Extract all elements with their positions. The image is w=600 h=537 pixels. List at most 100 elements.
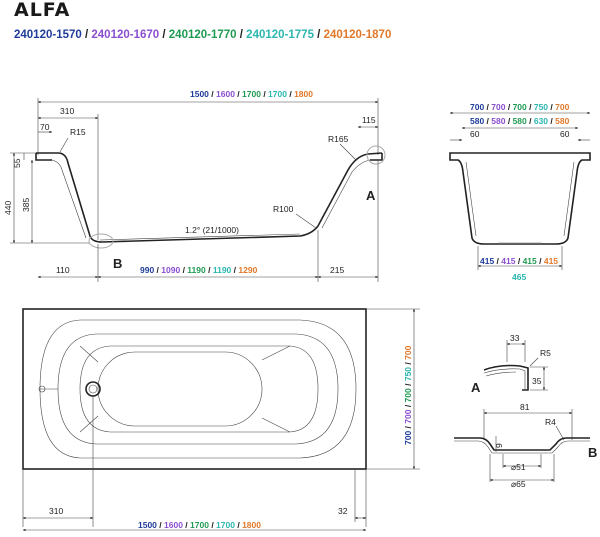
value-teal: 1700	[216, 520, 235, 530]
width-values: 700 / 700 / 700 / 750 / 700	[470, 102, 570, 112]
value-green: 700	[403, 388, 413, 402]
side-length-values: 1500 / 1600 / 1700 / 1700 / 1800	[190, 89, 313, 99]
separator: /	[157, 520, 164, 530]
separator: /	[180, 265, 187, 275]
separator: /	[231, 265, 238, 275]
dim-r100: R100	[273, 204, 294, 214]
value-orange: 700	[403, 345, 413, 359]
detail-a: 33 R5 35 A	[471, 333, 551, 395]
detail-b-d51: ⌀51	[511, 462, 526, 472]
top-dim-32: 32	[338, 506, 348, 516]
value-blue: 1500	[138, 520, 157, 530]
separator: /	[537, 256, 544, 266]
top-length-values: 1500 / 1600 / 1700 / 1700 / 1800	[138, 520, 261, 530]
dim-r15: R15	[70, 127, 86, 137]
separator: /	[261, 89, 268, 99]
value-blue: 990	[140, 265, 154, 275]
dim-r165: R165	[328, 134, 349, 144]
top-width-values: 700 / 700 / 700 / 750 / 700	[403, 345, 413, 445]
separator: /	[548, 102, 555, 112]
separator: /	[183, 520, 190, 530]
separator: /	[314, 29, 324, 41]
dim-70: 70	[40, 122, 50, 132]
side-view: 1500 / 1600 / 1700 / 1700 / 1800 310 70 …	[3, 89, 386, 282]
separator: /	[154, 265, 161, 275]
separator: /	[548, 116, 555, 126]
value-green: 415	[523, 256, 537, 266]
value-blue: 1500	[190, 89, 209, 99]
value-green: 700	[513, 102, 527, 112]
value-green: 1700	[190, 520, 209, 530]
dim-215: 215	[330, 265, 344, 275]
label-a: A	[366, 188, 376, 203]
detail-b-label: B	[588, 445, 597, 460]
value-orange: 1800	[294, 89, 313, 99]
dim-385: 385	[21, 198, 31, 212]
value-purple: 700	[491, 102, 505, 112]
bottom-width-values: 415 / 415 / 415 / 415	[480, 256, 558, 266]
value-blue: 700	[470, 102, 484, 112]
value-green: 1190	[187, 265, 206, 275]
detail-b-9: 9	[494, 443, 504, 448]
separator: /	[82, 29, 92, 41]
detail-a-label: A	[471, 380, 481, 395]
value-orange: 415	[544, 256, 558, 266]
label-b: B	[113, 256, 122, 271]
separator: /	[505, 102, 512, 112]
value-green: 580	[513, 116, 527, 126]
inner-width-values: 580 / 580 / 580 / 630 / 580	[470, 116, 570, 126]
value-teal: 240120-1775	[246, 29, 314, 41]
detail-b-d65: ⌀65	[511, 479, 526, 489]
detail-a-35: 35	[532, 376, 542, 386]
dim-55: 55	[12, 158, 22, 168]
value-purple: 1600	[216, 89, 235, 99]
drain-inner	[88, 384, 98, 394]
separator: /	[237, 29, 247, 41]
separator: /	[287, 89, 294, 99]
detail-b-r4: R4	[545, 417, 556, 427]
tub-top-outline	[22, 308, 367, 470]
value-purple: 1090	[161, 265, 180, 275]
front-view: 700 / 700 / 700 / 750 / 700 580 / 580 / …	[449, 102, 591, 282]
detail-a-33: 33	[510, 333, 520, 343]
overflow	[38, 385, 46, 393]
top-dim-310: 310	[49, 506, 63, 516]
value-teal: 750	[534, 102, 548, 112]
value-teal: 1700	[268, 89, 287, 99]
value-purple: 415	[501, 256, 515, 266]
separator: /	[159, 29, 169, 41]
separator: /	[209, 89, 216, 99]
detail-a-r5: R5	[540, 348, 551, 358]
value-blue: 700	[403, 431, 413, 445]
separator: /	[527, 102, 534, 112]
product-title: ALFA	[14, 0, 70, 21]
value-purple: 700	[403, 409, 413, 423]
separator: /	[235, 520, 242, 530]
separator: /	[494, 256, 501, 266]
separator: /	[235, 89, 242, 99]
separator: /	[403, 402, 413, 409]
value-green: 240120-1770	[169, 29, 237, 41]
value-orange: 240120-1870	[324, 29, 392, 41]
inner-length-values: 990 / 1090 / 1190 / 1190 / 1290	[140, 265, 258, 275]
separator: /	[484, 116, 491, 126]
product-codes: 240120-1570 / 240120-1670 / 240120-1770 …	[14, 29, 391, 41]
separator: /	[515, 256, 522, 266]
value-purple: 240120-1670	[91, 29, 159, 41]
separator: /	[206, 265, 213, 275]
dim-440: 440	[3, 201, 13, 215]
separator: /	[403, 360, 413, 367]
value-blue: 415	[480, 256, 494, 266]
value-blue: 580	[470, 116, 484, 126]
separator: /	[505, 116, 512, 126]
value-teal: 750	[403, 367, 413, 381]
value-purple: 1600	[164, 520, 183, 530]
dim-slope: 1.2° (21/1000)	[185, 225, 239, 235]
top-view: 700 / 700 / 700 / 750 / 700 310 32 1500 …	[22, 308, 420, 532]
dim-60-right: 60	[560, 129, 570, 139]
dim-115: 115	[362, 115, 376, 125]
dim-310: 310	[60, 106, 74, 116]
value-orange: 580	[555, 116, 569, 126]
dim-60-left: 60	[470, 129, 480, 139]
bottom-width-teal: 465	[512, 272, 526, 282]
